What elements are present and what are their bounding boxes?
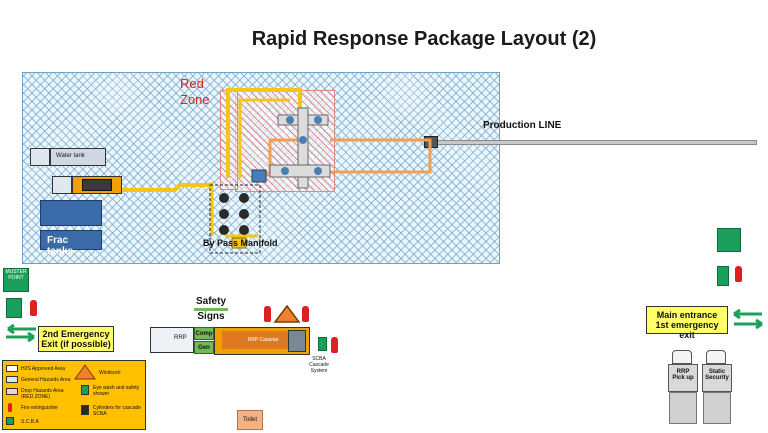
fire-extinguisher-icon <box>30 300 37 316</box>
legend-h2s: H2S Approved Area <box>21 366 65 372</box>
water-tank-label: Water tank <box>56 153 85 159</box>
frac-tank <box>40 200 102 226</box>
valve-1 <box>286 116 294 124</box>
arrow-right-icon <box>6 331 35 343</box>
bypass-valve-5 <box>219 225 229 235</box>
eyewash-sign-right <box>717 266 729 286</box>
pump-unit <box>82 179 112 191</box>
legend: H2S Approved Area General Hazards Area D… <box>2 360 146 430</box>
red-zone-label: Red Zone <box>180 76 210 107</box>
water-tank-cab <box>30 148 50 166</box>
rrp-cab-label: RRP <box>174 335 187 341</box>
muster-point-sign-right <box>717 228 741 252</box>
fire-extinguisher-icon <box>735 266 742 282</box>
scba-cascade-label: SCBA Cascade System <box>309 356 329 374</box>
legend-scba: S.C.B.A <box>21 419 39 425</box>
manifold-bar-vertical <box>297 107 309 189</box>
legend-cylinders-swatch <box>81 405 89 415</box>
legend-cylinders: Cylinders for cascade SCBA <box>93 405 142 417</box>
bypass-pump <box>231 237 247 249</box>
fire-extinguisher-icon <box>264 306 271 322</box>
valve-3 <box>299 136 307 144</box>
rrp-caravan-label: RRP Caravan <box>222 331 304 349</box>
legend-windsock-icon <box>74 364 96 380</box>
legend-windsock: Windsock <box>99 370 121 376</box>
bypass-valve-1 <box>219 193 229 203</box>
fire-extinguisher-icon <box>302 306 309 322</box>
legend-scba-swatch <box>6 417 14 425</box>
legend-h2s-swatch <box>6 365 18 372</box>
legend-drop: Drop Hazards Area (RED ZONE) <box>21 388 64 400</box>
fire-extinguisher-icon <box>331 337 338 353</box>
production-line-label: Production LINE <box>483 120 562 131</box>
legend-drop-swatch <box>6 388 18 395</box>
valve-4 <box>281 167 289 175</box>
valve-2 <box>314 116 322 124</box>
rrp-vehicle-cab <box>150 327 194 353</box>
yellow-pipe-riser-2 <box>238 98 290 178</box>
yellow-pipe-transfer <box>115 183 212 192</box>
legend-eyewash-swatch <box>81 385 89 395</box>
compressor: Comp <box>194 327 214 340</box>
water-tank <box>50 148 106 166</box>
warning-triangle-icon <box>273 304 301 323</box>
bypass-valve-4 <box>239 209 249 219</box>
bypass-valve-2 <box>239 193 249 203</box>
rrp-pickup-bed <box>669 392 697 424</box>
legend-general-swatch <box>6 376 18 383</box>
manifold-inlet-valve <box>251 169 267 183</box>
rrp-pickup: RRP Pick up <box>668 364 698 392</box>
legend-general: General Hazards Area <box>21 377 71 383</box>
second-emergency-exit: 2nd Emergency Exit (if possible) <box>38 326 114 352</box>
frac-tanks-label: Frac tanks <box>40 230 102 257</box>
muster-point-sign: MUSTER POINT <box>3 268 29 292</box>
pump-truck-cab <box>52 176 72 194</box>
static-security-body <box>703 392 731 424</box>
eyewash-sign <box>6 298 22 318</box>
legend-fire: Fire extinguisher <box>21 405 58 411</box>
scba-cascade-unit <box>288 330 306 352</box>
page-title: Rapid Response Package Layout (2) <box>251 28 597 50</box>
arrow-left-icon <box>733 308 762 320</box>
arrow-right-icon <box>734 318 763 330</box>
arrow-left-icon <box>7 323 36 335</box>
bypass-manifold-label: By Pass Manifold <box>203 238 278 248</box>
bypass-valve-6 <box>239 225 249 235</box>
bypass-valve-3 <box>219 209 229 219</box>
generator: Gen <box>194 341 214 354</box>
yellow-pipe-riser <box>226 88 302 178</box>
legend-extinguisher-icon <box>8 403 12 412</box>
bypass-manifold-outline <box>209 184 261 254</box>
main-entrance-exit: Main entrance 1st emergency exit <box>646 306 728 340</box>
static-security-cab <box>706 350 726 364</box>
static-security: Static Security <box>702 364 732 392</box>
scba-sign <box>318 337 327 351</box>
toilet: Toilet <box>237 410 263 430</box>
legend-eyewash: Eye wash and safety shower <box>93 385 140 397</box>
valve-5 <box>314 167 322 175</box>
safety-signs-label: Safety Signs <box>194 296 228 322</box>
rrp-pickup-cab <box>672 350 692 364</box>
orange-pipe-return <box>330 138 432 174</box>
